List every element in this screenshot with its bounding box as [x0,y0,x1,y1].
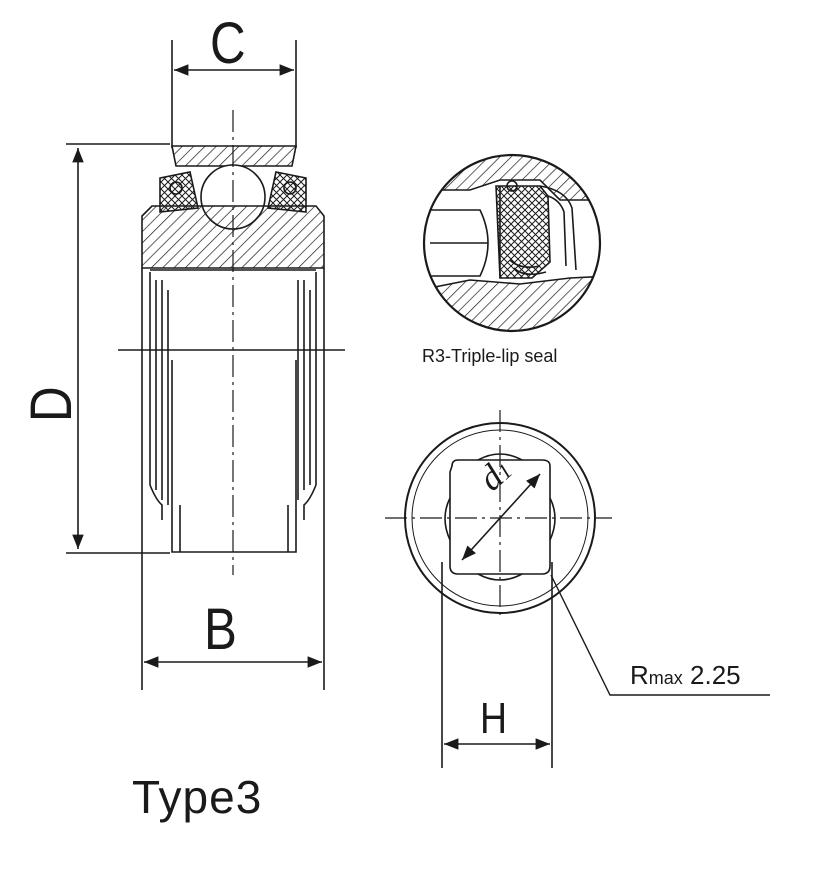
label-c: C [210,11,246,76]
square-bore-view [385,410,770,768]
dimension-h [441,562,553,768]
label-rmax: Rmax 2.25 [630,660,741,691]
label-h: H [480,694,508,743]
d1-diagonal [461,473,541,561]
outer-ring-section [171,145,297,167]
seal-detail-view [422,153,602,333]
type-label: Type3 [132,771,263,823]
label-d: D [19,386,84,422]
label-rmax-r: R [630,660,649,690]
seal-right [267,171,307,213]
seal-caption: R3-Triple-lip seal [422,346,558,366]
rmax-leader [550,574,770,696]
dimension-c [171,40,297,148]
label-b: B [204,597,237,662]
bearing-side-view [66,40,345,690]
label-rmax-value: 2.25 [690,660,741,690]
label-d-wrapper: D [18,372,84,432]
square-bore [449,459,551,575]
dimension-d [66,143,170,554]
inner-ring-body [141,268,325,555]
dimension-b [141,555,325,690]
label-rmax-sub: max [648,668,683,688]
